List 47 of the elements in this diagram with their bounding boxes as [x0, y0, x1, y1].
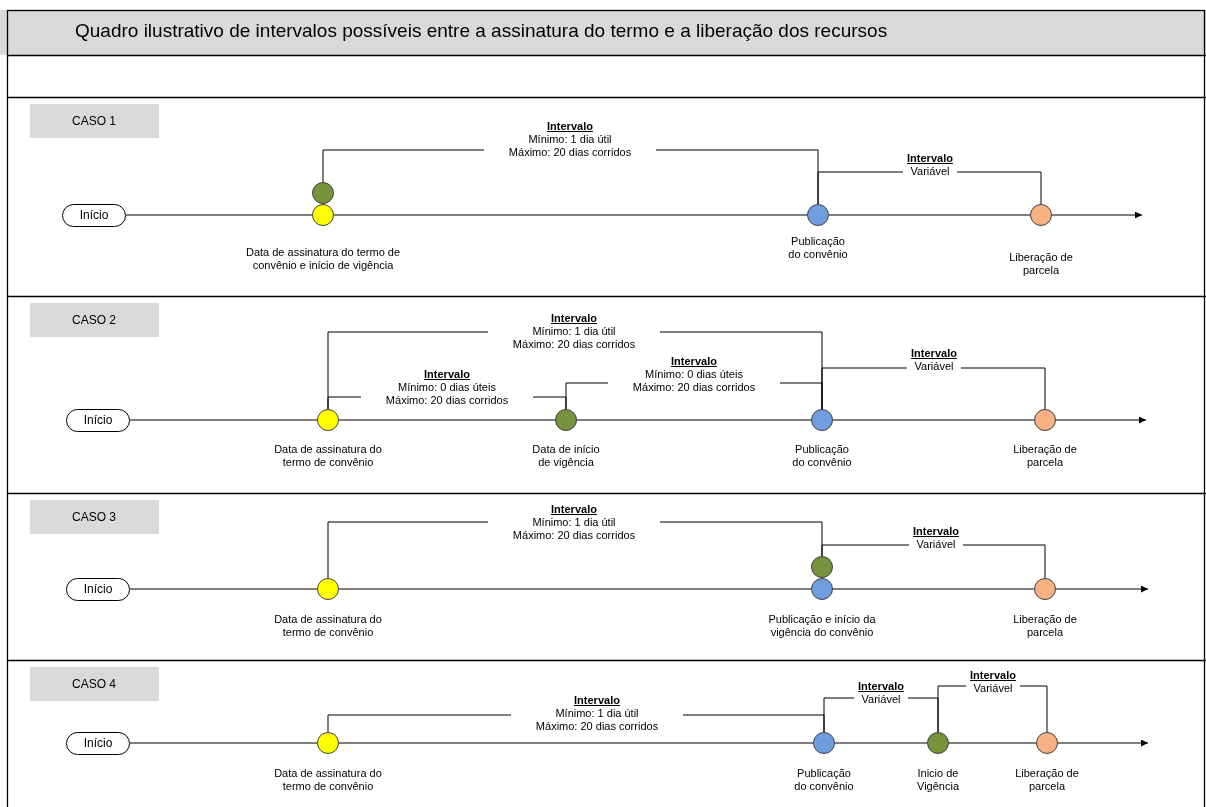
timeline-arrow: [1051, 211, 1143, 219]
milestone-caption: Publicação e início da vigência do convênio: [767, 613, 877, 639]
milestone-circle: [317, 578, 339, 600]
case-label: CASO 2: [29, 303, 159, 337]
timeline-arrow: [1055, 416, 1147, 424]
milestone-circle: [317, 409, 339, 431]
edge-label: Intervalo Variável: [846, 525, 1026, 551]
milestone-circle: [312, 182, 334, 204]
case-label: CASO 4: [29, 667, 159, 701]
milestone-circle: [312, 204, 334, 226]
milestone-circle: [1030, 204, 1052, 226]
milestone-caption: Data de início de vigência: [531, 443, 601, 469]
milestone-caption: Data de assinatura do termo de convênio: [273, 443, 383, 469]
timeline-arrow: [1055, 585, 1149, 593]
milestone-circle: [1036, 732, 1058, 754]
diagram-title: Quadro ilustrativo de intervalos possíveis entre a assinatura do termo e a liberação dos recursos: [75, 20, 888, 42]
timeline-arrow: [1057, 739, 1149, 747]
milestone-caption: Data de assinatura do termo de convênio e início de vigência: [244, 246, 402, 272]
edge-label: Intervalo Variável: [840, 152, 1020, 178]
milestone-caption: Liberação de parcela: [1014, 767, 1080, 793]
start-terminal: Início: [66, 408, 130, 432]
milestone-caption: Inicio de Vigência: [916, 767, 960, 793]
milestone-caption: Liberação de parcela: [1012, 443, 1078, 469]
milestone-caption: Data de assinatura do termo de convênio: [273, 767, 383, 793]
case-label: CASO 1: [29, 104, 159, 138]
milestone-caption: Liberação de parcela: [1012, 613, 1078, 639]
start-terminal: Início: [66, 731, 130, 755]
edge-label: Intervalo Variável: [903, 669, 1083, 695]
milestone-caption: Publicação do convênio: [791, 443, 853, 469]
start-terminal: Início: [62, 203, 126, 227]
start-terminal: Início: [66, 577, 130, 601]
milestone-circle: [813, 732, 835, 754]
milestone-circle: [317, 732, 339, 754]
milestone-circle: [811, 556, 833, 578]
case-label: CASO 3: [29, 500, 159, 534]
milestone-circle: [1034, 409, 1056, 431]
milestone-caption: Data de assinatura do termo de convênio: [273, 613, 383, 639]
edge-label: Intervalo Variável: [844, 347, 1024, 373]
milestone-circle: [927, 732, 949, 754]
milestone-circle: [811, 409, 833, 431]
milestone-caption: Publicação do convênio: [793, 767, 855, 793]
milestone-circle: [1034, 578, 1056, 600]
milestone-circle: [555, 409, 577, 431]
milestone-circle: [807, 204, 829, 226]
milestone-circle: [811, 578, 833, 600]
milestone-caption: Publicação do convênio: [787, 235, 849, 261]
milestone-caption: Liberação de parcela: [1008, 251, 1074, 277]
